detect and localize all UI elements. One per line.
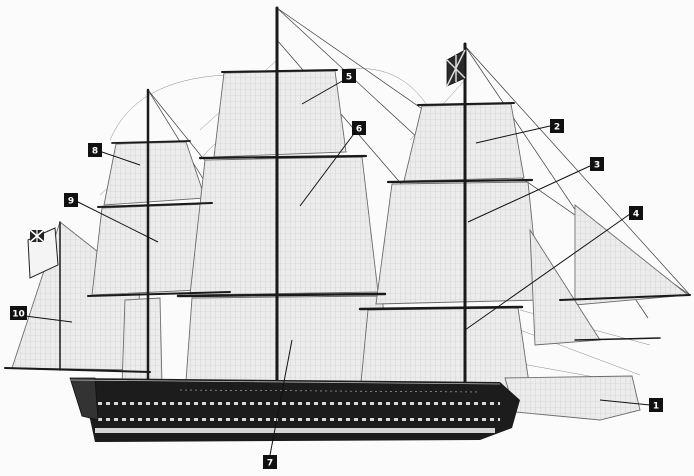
ensign-flag [27, 227, 59, 279]
callout-label-6: 6 [352, 121, 366, 135]
svg-text:7: 7 [267, 459, 273, 469]
fore-sails [359, 103, 541, 394]
callout-label-4: 4 [629, 206, 643, 220]
svg-text:1: 1 [653, 402, 659, 412]
svg-text:6: 6 [356, 125, 362, 135]
svg-text:4: 4 [633, 210, 639, 220]
head-sails [504, 204, 690, 421]
leader-lines [24, 79, 651, 456]
callout-label-7: 7 [263, 455, 277, 469]
svg-text:10: 10 [12, 310, 25, 320]
callout-label-5: 5 [342, 69, 356, 83]
main-sails [184, 70, 393, 396]
mizzen-sails [91, 141, 209, 386]
jack-flag [446, 49, 466, 87]
callout-label-2: 2 [550, 119, 564, 133]
svg-text:9: 9 [68, 197, 74, 207]
svg-text:2: 2 [554, 123, 560, 133]
svg-text:5: 5 [346, 73, 352, 83]
callout-label-3: 3 [590, 157, 604, 171]
svg-text:8: 8 [92, 147, 98, 157]
svg-text:3: 3 [594, 161, 600, 171]
callout-label-10: 10 [10, 306, 27, 320]
callout-label-9: 9 [64, 193, 78, 207]
hull [69, 377, 520, 442]
callout-label-1: 1 [649, 398, 663, 412]
callout-label-8: 8 [88, 143, 102, 157]
yards [4, 69, 661, 373]
